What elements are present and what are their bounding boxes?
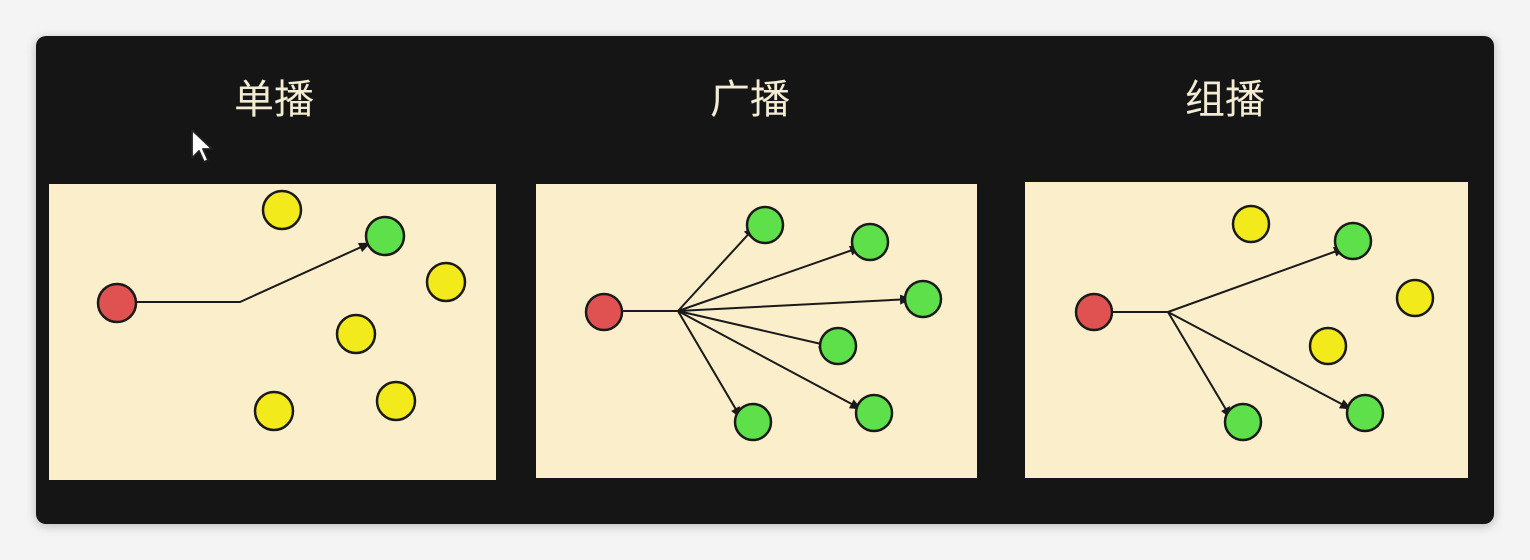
multicast-diagram bbox=[1025, 182, 1468, 478]
source-node bbox=[584, 292, 624, 332]
receiver-node bbox=[818, 326, 858, 366]
multicast-edge bbox=[1167, 311, 1232, 419]
title-broadcast: 广播 bbox=[710, 77, 790, 123]
idle-node bbox=[335, 313, 377, 355]
broadcast-edge bbox=[677, 245, 862, 312]
broadcast-diagram bbox=[536, 184, 977, 478]
receiver-node bbox=[1223, 402, 1263, 442]
title-multicast: 组播 bbox=[1185, 77, 1265, 123]
source-node bbox=[96, 282, 138, 324]
multicast-edge bbox=[1167, 311, 1352, 410]
broadcast-edge bbox=[677, 310, 742, 419]
idle-node bbox=[425, 261, 467, 303]
title-unicast: 单播 bbox=[234, 77, 314, 123]
multicast-edge bbox=[1167, 247, 1346, 313]
idle-node bbox=[1308, 326, 1348, 366]
broadcast-edge bbox=[677, 226, 756, 312]
idle-node bbox=[253, 390, 295, 432]
broadcast-edge bbox=[677, 294, 912, 312]
broadcast-edge bbox=[677, 310, 831, 349]
broadcast-edge bbox=[677, 310, 862, 410]
receiver-node bbox=[1345, 393, 1385, 433]
mouse-pointer-icon bbox=[190, 128, 218, 172]
idle-node bbox=[261, 189, 303, 231]
receiver-node bbox=[903, 279, 943, 319]
source-node bbox=[1074, 292, 1114, 332]
receiver-node bbox=[1333, 221, 1373, 261]
idle-node bbox=[1395, 278, 1435, 318]
receiver-node bbox=[364, 215, 406, 257]
receiver-node bbox=[733, 402, 773, 442]
unicast-diagram bbox=[49, 184, 496, 480]
idle-node bbox=[1231, 204, 1271, 244]
receiver-node bbox=[850, 222, 890, 262]
receiver-node bbox=[745, 205, 785, 245]
unicast-path bbox=[136, 242, 371, 303]
receiver-node bbox=[854, 393, 894, 433]
idle-node bbox=[375, 380, 417, 422]
